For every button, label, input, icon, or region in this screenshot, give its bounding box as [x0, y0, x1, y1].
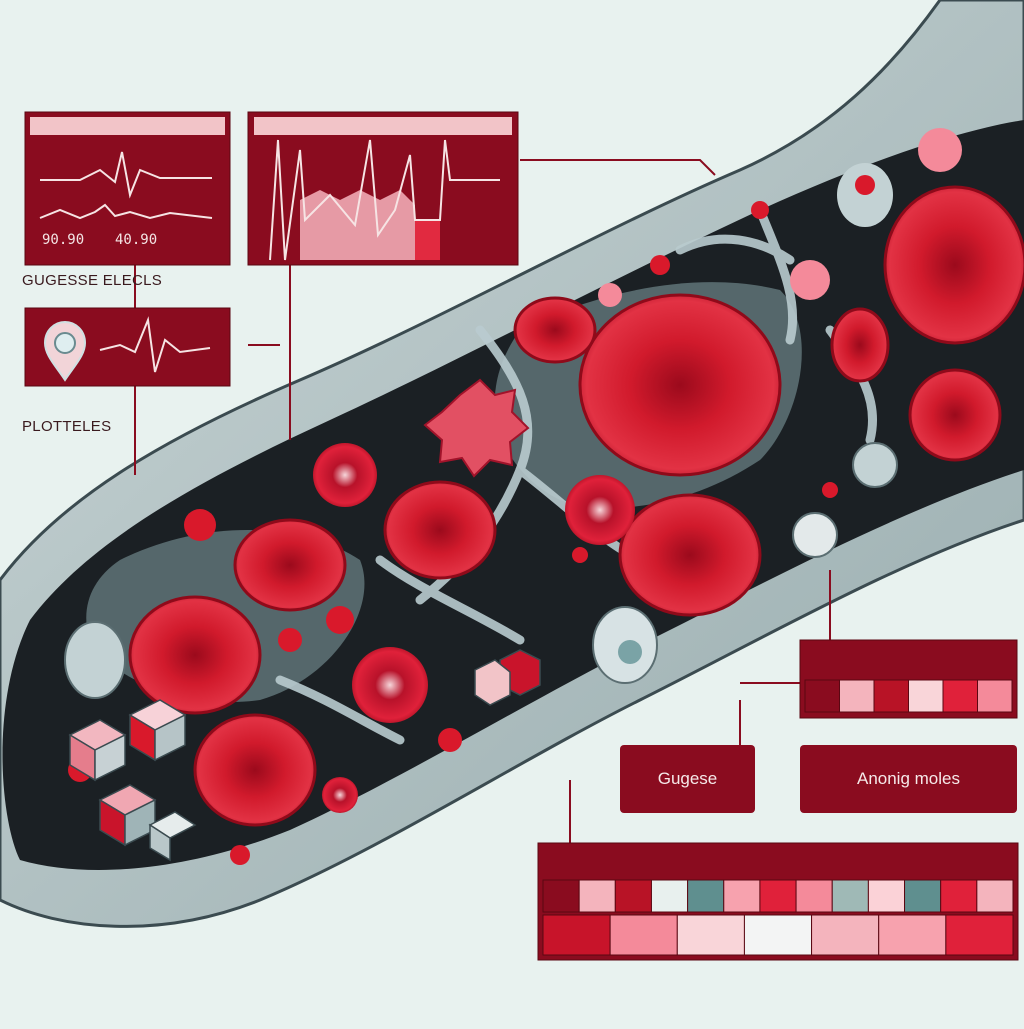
big-heatmap-bottom-cells — [543, 915, 1013, 955]
heatmap-cell — [812, 915, 879, 955]
anonig-moles-button[interactable]: Anonig moles — [800, 745, 1017, 813]
heatmap-cell — [796, 880, 832, 912]
waveform-panel-2 — [248, 112, 518, 265]
heatmap-cell — [879, 915, 946, 955]
heatmap-cell — [943, 680, 978, 712]
heatmap-cell — [760, 880, 796, 912]
heatmap-cell — [610, 915, 677, 955]
heatmap-cell — [615, 880, 651, 912]
heatmap-cell — [840, 680, 875, 712]
heatmap-cell — [978, 680, 1013, 712]
heatmap-cell — [805, 680, 840, 712]
heatmap-cell — [677, 915, 744, 955]
heatmap-cell — [874, 680, 909, 712]
big-heatmap-panel — [538, 843, 1018, 960]
heatmap-cell — [909, 680, 944, 712]
heatmap-cell — [724, 880, 760, 912]
heatmap-cell — [543, 880, 579, 912]
readout-left: 90.90 — [42, 232, 84, 248]
heatmap-cell — [543, 915, 610, 955]
caption-plotteles: PLOTTELES — [22, 418, 111, 435]
small-heatmap-cells — [805, 680, 1012, 712]
gugese-button[interactable]: Gugese — [620, 745, 755, 813]
caption-gugesse-elecls: GUGESSE ELECLS — [22, 272, 162, 289]
heatmap-cell — [941, 880, 977, 912]
small-heatmap-panel — [800, 640, 1017, 718]
big-heatmap-top-cells — [543, 880, 1013, 912]
heatmap-cell — [579, 880, 615, 912]
heatmap-cell — [977, 880, 1013, 912]
readout-right: 40.90 — [115, 232, 157, 248]
heatmap-cell — [744, 915, 811, 955]
heatmap-cell — [651, 880, 687, 912]
heatmap-cell — [868, 880, 904, 912]
heatmap-cell — [905, 880, 941, 912]
heatmap-cell — [688, 880, 724, 912]
heatmap-cell — [946, 915, 1013, 955]
heatmap-cell — [832, 880, 868, 912]
